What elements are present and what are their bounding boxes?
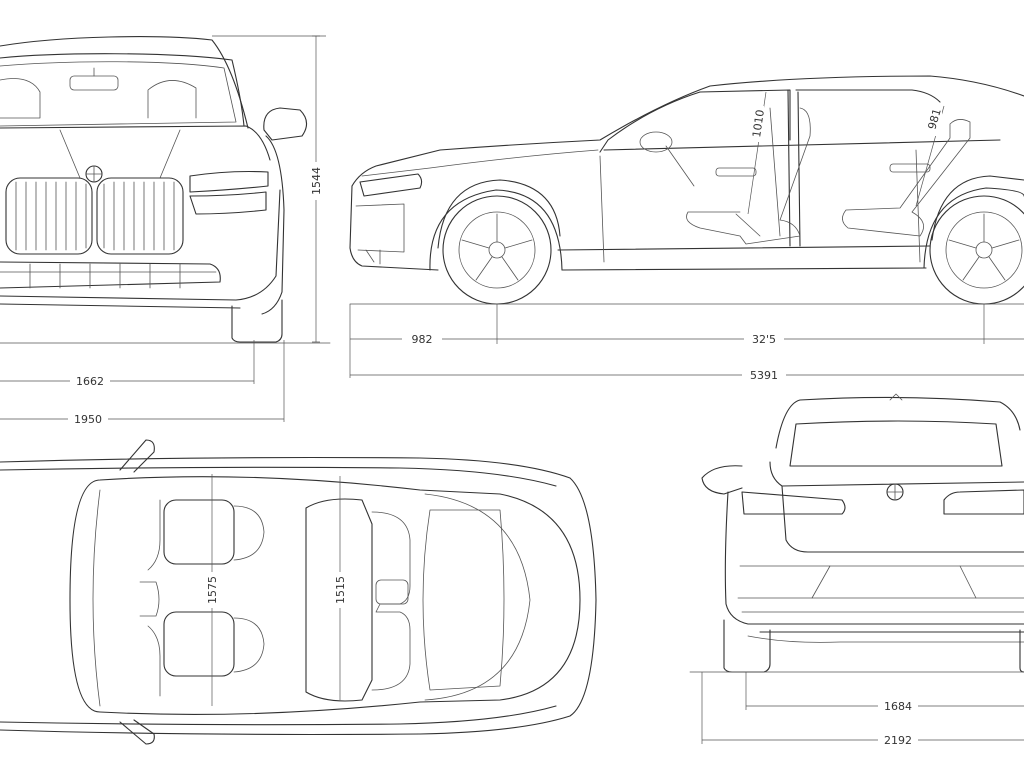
overall-length-label: 5391 bbox=[750, 369, 778, 382]
rear-shoulder-label: 1515 bbox=[334, 576, 347, 604]
front-overhang-label: 982 bbox=[412, 333, 433, 346]
front-view bbox=[0, 36, 331, 344]
front-view-dimensions: 1544 1662 1950 bbox=[0, 35, 327, 427]
rear-track-label: 1684 bbox=[884, 700, 912, 713]
rear-view bbox=[689, 393, 1024, 673]
front-headroom-label: 1010 bbox=[750, 109, 767, 139]
front-height-label: 1544 bbox=[310, 167, 323, 195]
front-width-label: 1950 bbox=[74, 413, 102, 426]
side-view-dimensions: 982 32'5 5391 bbox=[349, 304, 1024, 383]
side-view: 1010 981 bbox=[349, 75, 1024, 305]
rear-width-label: 2192 bbox=[884, 734, 912, 747]
top-view: 1575 1515 bbox=[0, 439, 597, 745]
rear-headroom-label: 981 bbox=[925, 107, 943, 131]
front-track-label: 1662 bbox=[76, 375, 104, 388]
wheelbase-label: 32'5 bbox=[752, 333, 776, 346]
rear-view-dimensions: 1684 2192 bbox=[701, 672, 1024, 748]
front-shoulder-label: 1575 bbox=[206, 576, 219, 604]
rear-wheel bbox=[929, 195, 1024, 305]
